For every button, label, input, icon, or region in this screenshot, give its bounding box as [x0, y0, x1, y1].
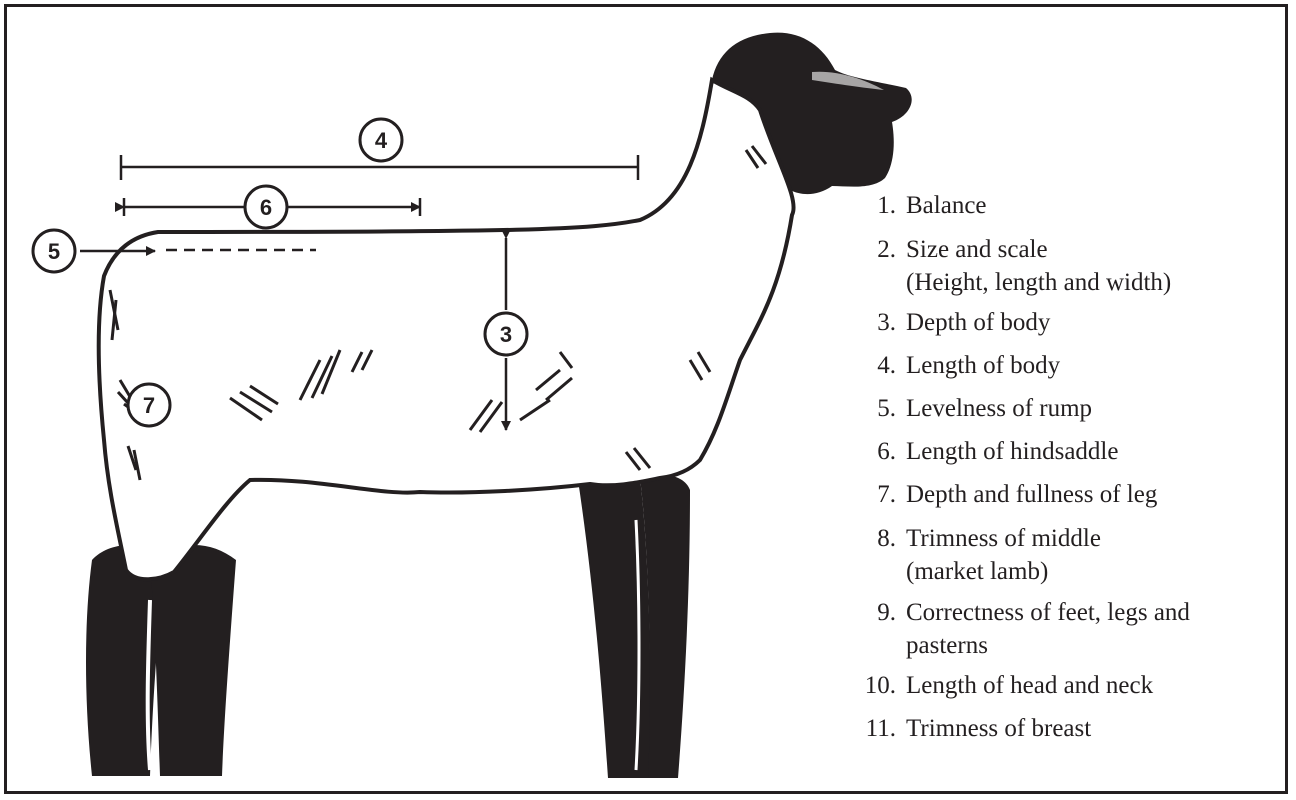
legend-item-text: Balance: [906, 190, 1280, 221]
callout-3: 3: [485, 313, 527, 355]
legend-item-sublabel: (market lamb): [906, 558, 1048, 585]
legend-item-number: 5.: [840, 393, 906, 424]
callout-5: 5: [33, 230, 75, 272]
legend-item-text: Length of head and neck: [906, 670, 1280, 701]
legend-item: 6.Length of hindsaddle: [840, 436, 1280, 467]
callout-4-label: 4: [375, 128, 388, 153]
legend-item-number: 3.: [840, 307, 906, 338]
legend-item: 4.Length of body: [840, 350, 1280, 381]
legend-item-label: Levelness of rump: [906, 395, 1092, 422]
legend-item-label: Correctness of feet, legs and: [906, 599, 1190, 626]
legend-item-label: Balance: [906, 192, 987, 219]
callout-5-label: 5: [48, 239, 60, 264]
legend-item: 8.Trimness of middle (market lamb): [840, 522, 1280, 588]
legend-item-label: Length of head and neck: [906, 672, 1153, 699]
legend-item: 9.Correctness of feet, legs and pasterns: [840, 596, 1280, 662]
legend-item-label: Size and scale: [906, 236, 1048, 263]
legend-item-text: Size and scale (Height, length and width): [906, 233, 1280, 299]
legend-item-sublabel: (Height, length and width): [906, 269, 1171, 296]
legend-item: 3.Depth of body: [840, 307, 1280, 338]
legend-item-text: Trimness of middle (market lamb): [906, 522, 1280, 588]
legend-item-label: Length of body: [906, 352, 1060, 379]
callout-4: 4: [360, 119, 402, 161]
legend-item-label: Trimness of breast: [906, 715, 1091, 742]
legend-item: 5.Levelness of rump: [840, 393, 1280, 424]
callout-7: 7: [128, 384, 170, 426]
legend-item-text: Depth of body: [906, 307, 1280, 338]
legend-item-number: 2.: [840, 233, 906, 299]
legend-item-label: Length of hindsaddle: [906, 438, 1118, 465]
legend-item-number: 9.: [840, 596, 906, 662]
callout-3-label: 3: [500, 322, 512, 347]
legend-item-label: Depth of body: [906, 309, 1050, 336]
legend-item-text: Length of body: [906, 350, 1280, 381]
legend-item-number: 11.: [840, 713, 906, 744]
legend-item: 11.Trimness of breast: [840, 713, 1280, 744]
legend-item-number: 7.: [840, 479, 906, 510]
legend-item: 10.Length of head and neck: [840, 670, 1280, 701]
callout-6: 6: [245, 186, 287, 228]
legend-item: 1.Balance: [840, 190, 1280, 221]
legend-item: 2.Size and scale (Height, length and widt…: [840, 233, 1280, 299]
legend-item-number: 10.: [840, 670, 906, 701]
callout-7-label: 7: [143, 393, 155, 418]
legend-item-number: 6.: [840, 436, 906, 467]
legend-item-number: 4.: [840, 350, 906, 381]
leg-highlight: [148, 600, 150, 770]
legend-item-text: Length of hindsaddle: [906, 436, 1280, 467]
legend-item-text: Depth and fullness of leg: [906, 479, 1280, 510]
legend-item-number: 8.: [840, 522, 906, 588]
callout-6-label: 6: [260, 195, 272, 220]
legend-item-text: Trimness of breast: [906, 713, 1280, 744]
legend-item-text: Levelness of rump: [906, 393, 1280, 424]
hind-leg-right: [150, 545, 236, 776]
legend-item: 7.Depth and fullness of leg: [840, 479, 1280, 510]
legend-item-label: Depth and fullness of leg: [906, 481, 1157, 508]
legend-item-label: Trimness of middle: [906, 525, 1101, 552]
legend-item-text: Correctness of feet, legs and pasterns: [906, 596, 1280, 662]
legend-item-sublabel: pasterns: [906, 632, 988, 659]
legend-item-number: 1.: [840, 190, 906, 221]
